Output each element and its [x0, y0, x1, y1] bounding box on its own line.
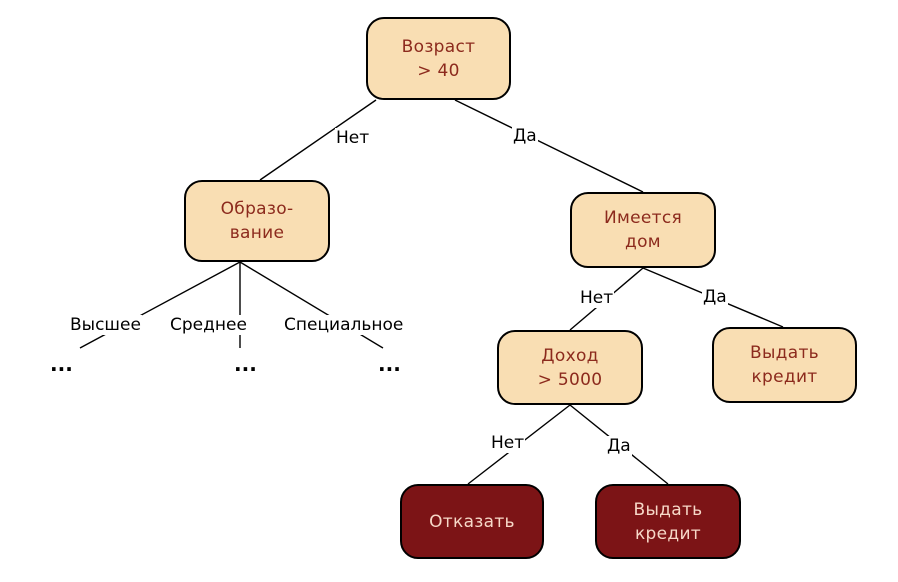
edge-age-education: [259, 99, 377, 181]
edge-label-education-higher: Высшее: [69, 315, 142, 335]
node-age: Возраст > 40: [366, 17, 511, 100]
node-refuse: Отказать: [400, 484, 544, 559]
edge-label-income-no: Нет: [490, 433, 526, 453]
ellipsis-secondary: ...: [234, 352, 257, 376]
node-income: Доход > 5000: [497, 330, 643, 405]
edge-label-education-secondary: Среднее: [169, 315, 248, 335]
edge-education-higher: [79, 261, 241, 349]
node-grant-credit-2: Выдать кредит: [595, 484, 741, 559]
node-education: Образо- вание: [184, 180, 330, 262]
node-grant-credit-1: Выдать кредит: [712, 327, 857, 403]
edge-education-special: [239, 261, 384, 349]
edge-age-house: [454, 99, 644, 193]
edge-label-income-yes: Да: [606, 436, 632, 456]
node-has-house: Имеется дом: [570, 192, 716, 268]
edge-label-house-no: Нет: [579, 288, 615, 308]
edge-label-education-special: Специальное: [283, 315, 405, 335]
edge-label-age-no: Нет: [335, 128, 371, 148]
edge-label-house-yes: Да: [702, 287, 728, 307]
ellipsis-higher: ...: [50, 352, 73, 376]
ellipsis-special: ...: [378, 352, 401, 376]
edge-label-age-yes: Да: [512, 126, 538, 146]
